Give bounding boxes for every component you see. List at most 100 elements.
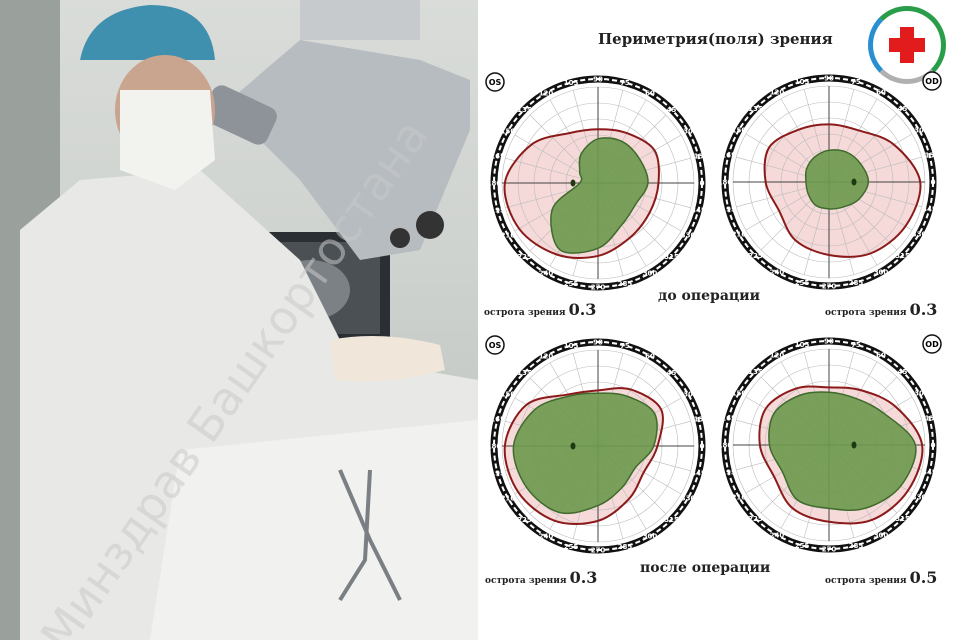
angle-label: 75 <box>851 341 861 349</box>
angle-label: 195 <box>721 205 736 213</box>
angle-label: 225 <box>748 252 763 260</box>
perimetry-title: Периметрия(поля) зрения <box>598 30 833 48</box>
angle-label: 15 <box>925 415 935 423</box>
angle-label: 225 <box>517 253 532 261</box>
eye-label: OD <box>925 77 939 86</box>
angle-label: 120 <box>770 88 785 96</box>
preserved-field-area <box>768 391 917 511</box>
surgery-photo: Минздрав Башкортостана <box>0 0 478 640</box>
acuity-label: острота зрения <box>485 576 567 586</box>
mask <box>120 90 215 190</box>
eye-badge <box>485 335 505 355</box>
blind-spot <box>570 179 576 187</box>
angle-label: 90 <box>593 339 603 347</box>
angle-label: 345 <box>922 205 937 213</box>
angle-label: 225 <box>517 516 532 524</box>
angle-label: 330 <box>681 495 696 503</box>
angle-label: 90 <box>593 76 603 84</box>
eye-badge <box>922 334 942 354</box>
angle-label: 75 <box>620 79 630 87</box>
angle-label: 75 <box>851 78 861 86</box>
angle-label: 120 <box>539 89 554 97</box>
acuity-value: 0.3 <box>568 300 597 319</box>
angle-label: 60 <box>876 351 886 359</box>
eye-badge <box>485 72 505 92</box>
angle-label: 135 <box>517 369 532 377</box>
angle-label: 30 <box>914 127 924 135</box>
angle-label: 345 <box>691 469 706 477</box>
forceps <box>338 469 402 602</box>
eye-label: OD <box>925 340 939 349</box>
blind-spot <box>851 441 857 449</box>
angle-label: 105 <box>564 79 579 87</box>
angle-label: 240 <box>770 532 785 540</box>
acuity-label: острота зрения <box>825 576 907 586</box>
surgical-cap <box>80 5 215 60</box>
angle-label: 285 <box>849 279 864 287</box>
acuity-label: острота зрения <box>825 308 907 318</box>
angle-label: 300 <box>643 270 658 278</box>
angle-label: 135 <box>748 368 763 376</box>
chart-os-after: 0153045607590105120135150165180195210225… <box>485 335 706 555</box>
ring-ticks <box>493 78 703 288</box>
angle-label: 180 <box>487 443 502 451</box>
angle-label: 15 <box>694 153 704 161</box>
angle-label: 30 <box>914 390 924 398</box>
angle-label: 315 <box>664 253 679 261</box>
angle-label: 150 <box>732 127 747 135</box>
angle-label: 105 <box>795 341 810 349</box>
angle-label: 330 <box>912 494 927 502</box>
angle-label: 135 <box>748 105 763 113</box>
angle-label: 165 <box>721 152 736 160</box>
angle-label: 270 <box>591 547 606 555</box>
angle-label: 255 <box>564 280 579 288</box>
preserved-field-area <box>512 392 658 515</box>
angle-label: 330 <box>912 231 927 239</box>
angle-label: 0 <box>700 443 705 451</box>
angle-label: 225 <box>748 515 763 523</box>
angle-label: 90 <box>824 338 834 346</box>
acuity-value: 0.3 <box>909 300 938 319</box>
blind-spot <box>851 178 857 186</box>
angle-label: 150 <box>501 128 516 136</box>
angle-label: 0 <box>931 442 936 450</box>
eye-label: OS <box>489 78 502 87</box>
acuity-label: острота зрения <box>484 308 566 318</box>
angle-label: 0 <box>700 180 705 188</box>
angle-label: 315 <box>895 252 910 260</box>
drape <box>150 420 478 640</box>
angle-label: 210 <box>732 231 747 239</box>
ring-ticks <box>724 340 934 550</box>
acuity-value: 0.3 <box>569 568 598 587</box>
angle-label: 45 <box>898 368 908 376</box>
angle-label: 255 <box>564 543 579 551</box>
angle-label: 45 <box>667 369 677 377</box>
angle-label: 180 <box>718 442 733 450</box>
angle-label: 45 <box>898 105 908 113</box>
angle-label: 180 <box>718 179 733 187</box>
angle-label: 255 <box>795 542 810 550</box>
angle-label: 150 <box>732 390 747 398</box>
preserved-field-area <box>804 149 870 210</box>
angle-label: 240 <box>770 269 785 277</box>
angle-label: 270 <box>822 546 837 554</box>
preserved-field-area <box>550 137 649 254</box>
chart-os-before: 0153045607590105120135150165180195210225… <box>485 72 706 292</box>
eye-badge <box>922 71 942 91</box>
microscope <box>230 40 470 260</box>
angle-label: 30 <box>683 128 693 136</box>
chart-od-before: 0153045607590105120135150165180195210225… <box>718 71 942 291</box>
angle-label: 345 <box>691 206 706 214</box>
angle-label: 105 <box>564 342 579 350</box>
angle-label: 105 <box>795 78 810 86</box>
angle-label: 345 <box>922 468 937 476</box>
visual-field-boundary <box>503 128 660 259</box>
angle-label: 165 <box>490 416 505 424</box>
angle-label: 285 <box>618 543 633 551</box>
angle-label: 285 <box>618 280 633 288</box>
angle-label: 75 <box>620 342 630 350</box>
angle-label: 195 <box>721 468 736 476</box>
